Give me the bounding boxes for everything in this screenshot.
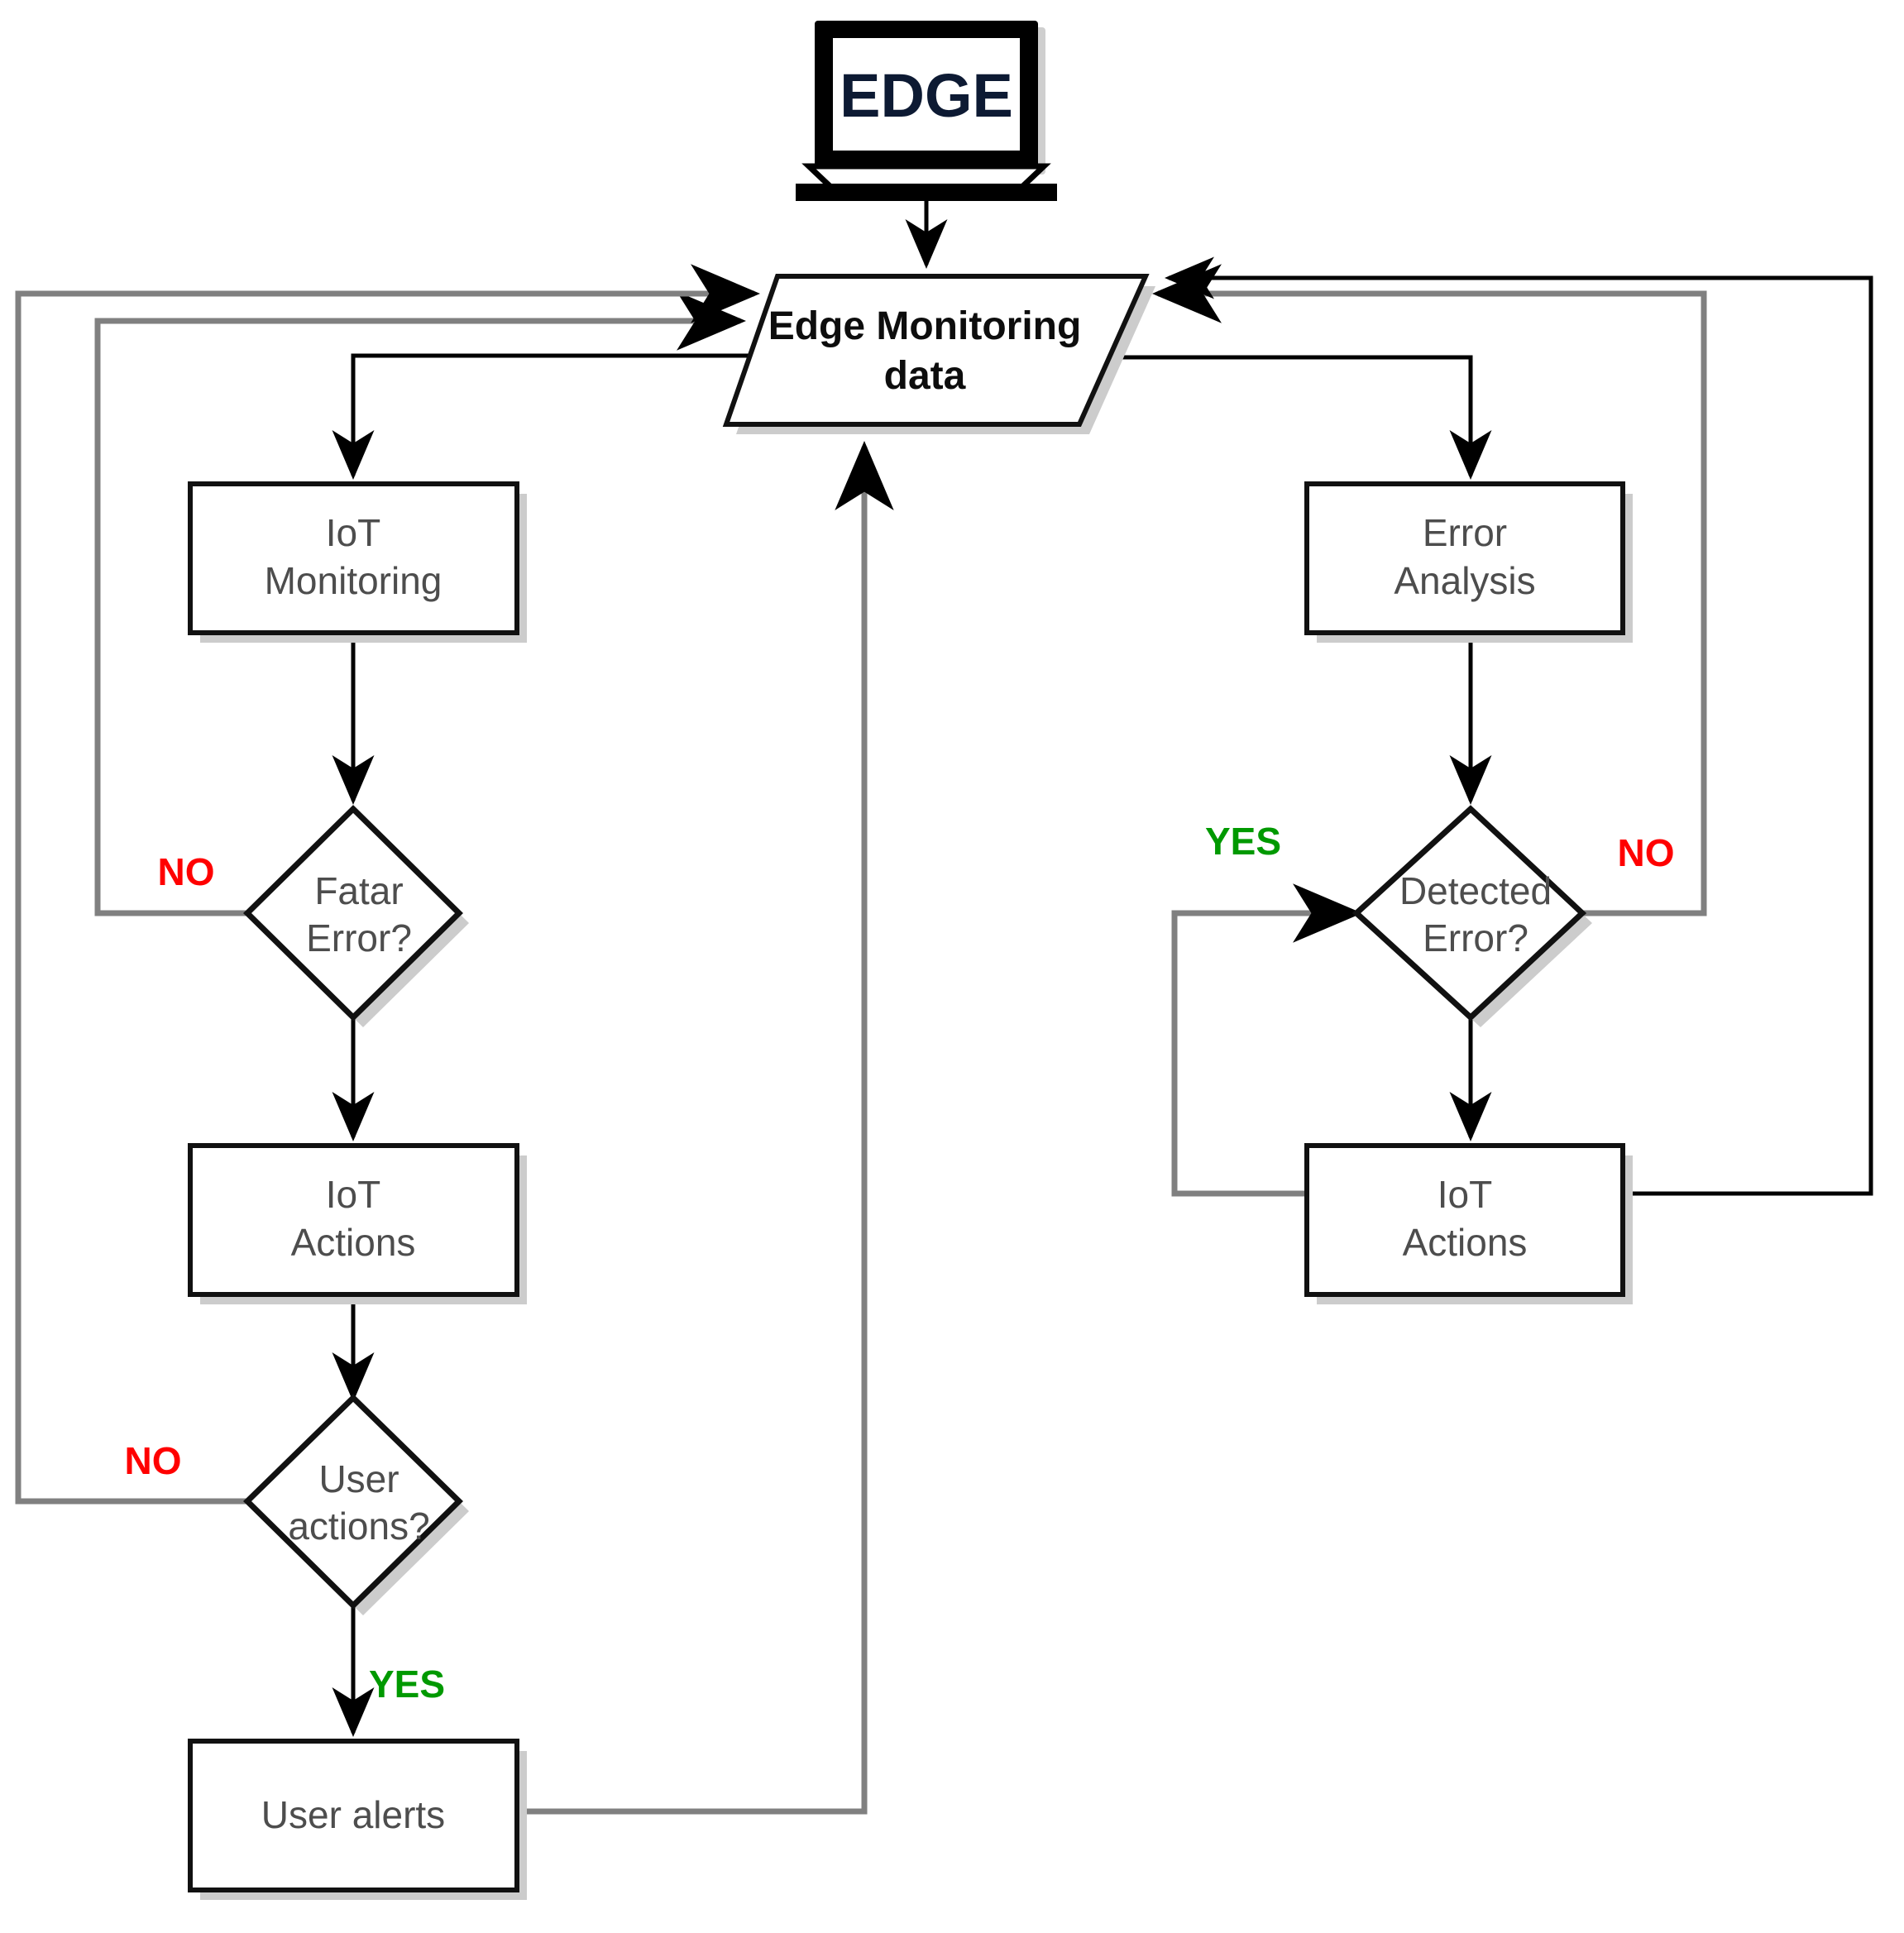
- node-edge-monitoring-data[interactable]: Edge Monitoring data: [722, 274, 1155, 434]
- error-analysis-label-line2: Analysis: [1394, 559, 1535, 602]
- connector-data-to-iot-monitoring: [332, 353, 749, 480]
- detected-error-label-line1: Detected: [1399, 869, 1552, 912]
- node-detected-error[interactable]: Detected Error?: [1351, 805, 1592, 1027]
- node-error-analysis[interactable]: Error Analysis: [1304, 481, 1633, 643]
- node-iot-actions-left[interactable]: IoT Actions: [188, 1143, 527, 1304]
- node-iot-actions-right[interactable]: IoT Actions: [1304, 1143, 1633, 1304]
- edge-label-user-actions-yes: YES: [369, 1663, 445, 1706]
- monitor-screen: [833, 38, 1020, 151]
- iot-monitoring-label-line1: IoT: [326, 511, 380, 554]
- iot-monitoring-shape: [188, 481, 519, 635]
- connector-fatal-error-no-to-data: [94, 291, 746, 916]
- monitor-base: [796, 184, 1057, 201]
- fatal-error-shape: [243, 805, 463, 1022]
- fatal-error-label-line2: Error?: [306, 916, 412, 959]
- connector-user-actions-no-to-data: [15, 264, 760, 1505]
- fatal-error-label-line1: Fatar: [314, 869, 403, 912]
- user-actions-shape: [243, 1394, 463, 1610]
- node-user-actions[interactable]: User actions?: [243, 1394, 469, 1615]
- edge-device-label: EDGE: [840, 61, 1013, 130]
- detected-error-label-line2: Error?: [1423, 916, 1528, 959]
- connector-data-to-error-analysis: [1117, 355, 1492, 480]
- error-analysis-label-line1: Error: [1423, 511, 1507, 554]
- iot-monitoring-label-line2: Monitoring: [265, 559, 443, 602]
- user-actions-label-line2: actions?: [288, 1505, 429, 1548]
- user-actions-label-line1: User: [318, 1457, 399, 1500]
- node-iot-monitoring[interactable]: IoT Monitoring: [188, 481, 527, 643]
- edge-label-user-actions-no: NO: [125, 1439, 182, 1482]
- iot-actions-right-label-line2: Actions: [1403, 1221, 1528, 1264]
- user-alerts-label-line1: User alerts: [261, 1793, 445, 1836]
- user-alerts-shape: [188, 1739, 519, 1892]
- edge-label-detected-error-yes: YES: [1205, 820, 1281, 863]
- iot-actions-left-label-line1: IoT: [326, 1173, 380, 1216]
- iot-actions-right-label-line1: IoT: [1438, 1173, 1492, 1216]
- edge-device-icon: EDGE: [796, 21, 1057, 201]
- connector-iot-actions-right-to-data: [1165, 256, 1873, 1196]
- edge-label-fatal-error-no: NO: [158, 850, 215, 893]
- iot-actions-left-label-line2: Actions: [291, 1221, 416, 1264]
- data-node-shape: [722, 274, 1150, 427]
- edge-label-detected-error-no: NO: [1618, 831, 1675, 874]
- error-analysis-shape: [1304, 481, 1625, 635]
- edge-monitoring-data-label-line2: data: [884, 354, 966, 398]
- connector-user-alerts-to-data: [517, 441, 894, 1815]
- edge-monitoring-data-label-line1: Edge Monitoring: [768, 304, 1082, 348]
- iot-actions-left-shape: [188, 1143, 519, 1297]
- connector-detected-error-yes: [1171, 883, 1362, 1197]
- connector-detected-error-no-to-data: [1152, 264, 1707, 916]
- detected-error-shape: [1351, 805, 1587, 1022]
- node-fatal-error[interactable]: Fatar Error?: [243, 805, 469, 1027]
- iot-actions-right-shape: [1304, 1143, 1625, 1297]
- node-user-alerts[interactable]: User alerts: [188, 1739, 527, 1900]
